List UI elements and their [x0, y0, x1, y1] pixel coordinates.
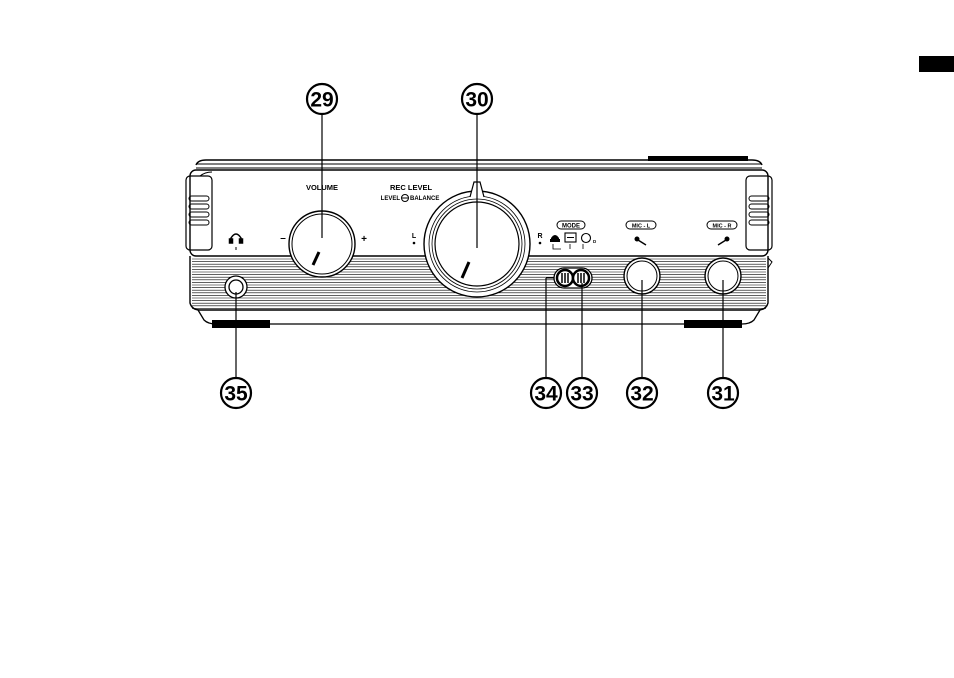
left-dot — [413, 242, 416, 245]
level-balance-icon — [402, 195, 409, 202]
balance-word: BALANCE — [410, 196, 439, 202]
mic-r-label: MIC - R — [713, 224, 732, 230]
right-mark: R — [537, 233, 542, 240]
callout-number: 35 — [224, 383, 248, 406]
mic-l-label: MIC - L — [632, 224, 651, 230]
callout-29: 29 — [307, 84, 337, 114]
left-mark: L — [412, 233, 417, 240]
conference-icon — [565, 233, 576, 242]
callout-30: 30 — [462, 84, 492, 114]
callout-number: 33 — [570, 383, 593, 406]
callout-34: 34 — [531, 378, 561, 408]
level-word: LEVEL — [381, 196, 401, 202]
corner-tab — [919, 56, 954, 72]
mode-bracket — [553, 244, 583, 249]
microphone-icon — [718, 237, 730, 246]
callout-31: 31 — [708, 378, 738, 408]
svg-text:D: D — [593, 239, 597, 244]
callout-number: 29 — [310, 89, 333, 112]
microphone-icon — [635, 237, 647, 246]
callout-33: 33 — [567, 378, 597, 408]
volume-plus-label: + — [361, 234, 367, 245]
callout-number: 30 — [465, 89, 488, 112]
headphone-icon — [230, 234, 243, 250]
dictation-icon: D — [582, 234, 598, 245]
volume-minus-label: – — [280, 233, 286, 244]
callout-number: 34 — [534, 383, 558, 406]
callout-32: 32 — [627, 378, 657, 408]
callout-number: 32 — [630, 383, 653, 406]
rec-level-label: REC LEVEL — [390, 183, 433, 192]
telephone-icon — [550, 235, 560, 242]
mode-label: MODE — [562, 224, 580, 230]
callout-35: 35 — [221, 378, 251, 408]
callout-number: 31 — [711, 383, 735, 406]
right-dot — [539, 242, 542, 245]
